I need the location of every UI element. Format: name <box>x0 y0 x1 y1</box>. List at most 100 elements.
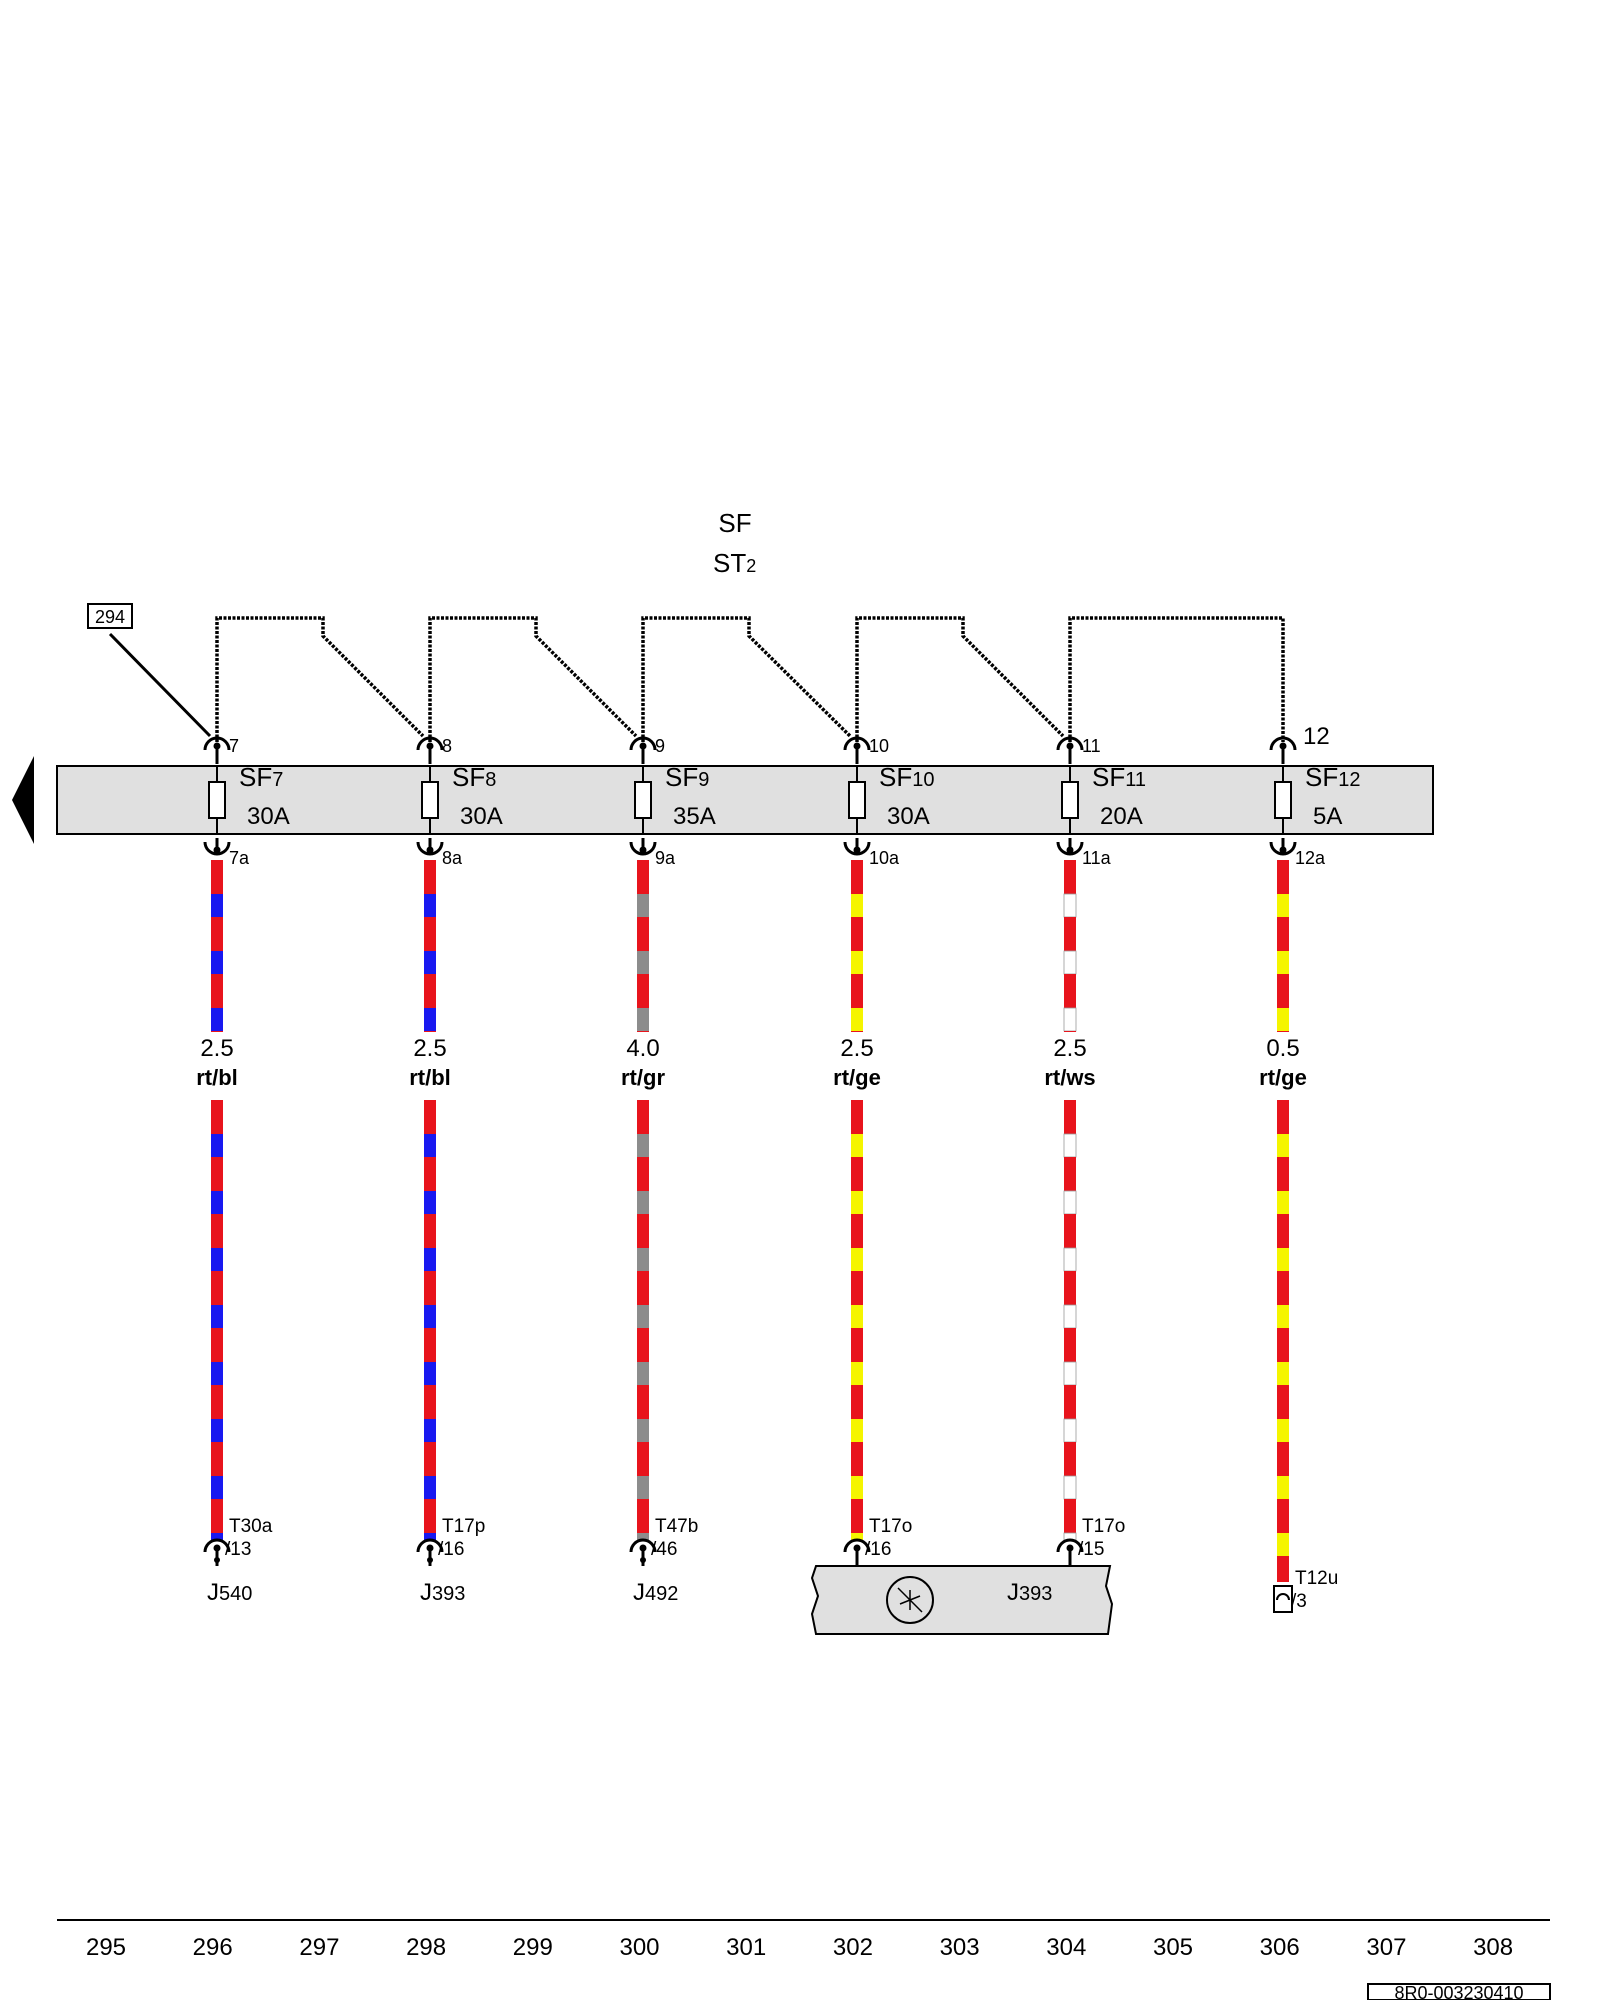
device-label: J540 <box>207 1579 252 1606</box>
triangle-left-icon[interactable] <box>12 756 34 844</box>
connector-symbol-icon <box>416 736 444 764</box>
fuse-name: SF12 <box>1305 762 1360 792</box>
connector-label: T30a <box>229 1516 273 1537</box>
pin-in-label: 10 <box>869 736 889 756</box>
wire-segment[interactable] <box>637 860 649 1032</box>
control-unit-label: J393 <box>1007 1579 1052 1606</box>
fuse-name: SF8 <box>452 762 496 792</box>
fuse-rating: 20A <box>1100 803 1143 830</box>
connector-symbol-icon <box>203 838 231 856</box>
connector-pin: /16 <box>865 1539 891 1560</box>
connector-label: T12u <box>1295 1568 1338 1589</box>
fuse-icon[interactable] <box>634 781 652 819</box>
pin-in-label: 8 <box>442 736 452 756</box>
connector-symbol-icon <box>416 838 444 856</box>
connector-symbol-icon <box>629 1538 657 1566</box>
ruler-number: 296 <box>193 1934 233 1961</box>
wire-color-code: rt/ge <box>833 1065 881 1090</box>
reference-box[interactable]: 294 <box>87 603 133 629</box>
fuse-rating: 30A <box>887 803 930 830</box>
pin-out-label: 11a <box>1082 848 1112 868</box>
ruler-number: 299 <box>513 1934 553 1961</box>
diagram-subtitle-main: ST <box>713 548 746 578</box>
ruler-number: 303 <box>940 1934 980 1961</box>
wire-gauge: 2.5 <box>1053 1035 1086 1062</box>
diagram-subtitle: ST2 <box>713 548 756 578</box>
bus-diagonal <box>108 632 212 738</box>
connector-symbol-icon <box>203 736 231 764</box>
fuse-name: SF10 <box>879 762 934 792</box>
connector-symbol-icon <box>1269 838 1297 856</box>
fuse-rating: 30A <box>460 803 503 830</box>
wire-segment[interactable] <box>1063 1100 1077 1541</box>
wire-segment[interactable] <box>424 1100 436 1540</box>
connector-label: T47b <box>655 1516 698 1537</box>
ruler-number: 300 <box>619 1934 659 1961</box>
connector-symbol-icon <box>843 1538 871 1566</box>
connector-symbol-icon <box>843 838 871 856</box>
ruler-number: 301 <box>726 1934 766 1961</box>
wire-segment[interactable] <box>424 860 436 1032</box>
bus-segment <box>215 616 425 742</box>
control-unit-outline <box>810 1565 1114 1635</box>
fuse-name: SF7 <box>239 762 283 792</box>
connector-symbol-icon <box>843 736 871 764</box>
connector-pin: /16 <box>438 1539 464 1560</box>
bus-segment <box>1068 616 1285 742</box>
wire-group: 7SF730A7a2.5rt/blT30a/13J5408SF830A8a2.5… <box>196 723 1360 1613</box>
fuse-bar <box>56 765 1434 835</box>
fuse-icon[interactable] <box>208 781 226 819</box>
control-unit-box[interactable]: J393 <box>810 1565 1114 1635</box>
pin-in-label: 12 <box>1303 723 1330 750</box>
pin-out-label: 7a <box>229 848 250 868</box>
wire-segment[interactable] <box>1277 860 1289 1032</box>
fuse-icon[interactable] <box>1061 781 1079 819</box>
wire-segment[interactable] <box>211 860 223 1032</box>
device-label: J492 <box>633 1579 678 1606</box>
wire-segment[interactable] <box>851 1100 863 1540</box>
plug-connector-icon <box>1273 1585 1293 1613</box>
fuse-icon[interactable] <box>421 781 439 819</box>
wire-color-code: rt/ge <box>1259 1065 1307 1090</box>
wire-segment[interactable] <box>211 1100 223 1540</box>
device-label: J393 <box>420 1579 465 1606</box>
connector-symbol-icon <box>1056 838 1084 856</box>
pin-in-label: 11 <box>1082 736 1101 756</box>
wire-gauge: 2.5 <box>840 1035 873 1062</box>
ruler-number: 297 <box>299 1934 339 1961</box>
wire-gauge: 2.5 <box>200 1035 233 1062</box>
connector-pin: /3 <box>1291 1591 1307 1612</box>
wire-segment[interactable] <box>637 1100 649 1540</box>
ruler-number: 304 <box>1046 1934 1086 1961</box>
wire-color-code: rt/ws <box>1044 1065 1095 1090</box>
connector-symbol-icon <box>1056 1538 1084 1566</box>
wire-segment[interactable] <box>851 860 863 1032</box>
wire-segment[interactable] <box>1063 860 1077 1032</box>
bus-segment <box>641 616 852 742</box>
diagram-subtitle-sub: 2 <box>746 556 756 576</box>
fuse-rating: 5A <box>1313 803 1342 830</box>
ruler-number: 305 <box>1153 1934 1193 1961</box>
diagram-title: SF <box>718 508 751 538</box>
pin-in-label: 7 <box>229 736 239 756</box>
connector-symbol-icon <box>203 1538 231 1566</box>
wire-gauge: 0.5 <box>1266 1035 1299 1062</box>
wire-color-code: rt/bl <box>409 1065 451 1090</box>
ruler-number: 308 <box>1473 1934 1513 1961</box>
fuse-icon[interactable] <box>1274 781 1292 819</box>
wire-gauge: 4.0 <box>626 1035 659 1062</box>
fuse-rating: 35A <box>673 803 716 830</box>
bus-segment <box>428 616 638 742</box>
fuse-icon[interactable] <box>848 781 866 819</box>
wire-segment[interactable] <box>1277 1100 1289 1582</box>
connector-label: T17o <box>1082 1516 1125 1537</box>
reference-box-label: 294 <box>95 607 125 627</box>
bus-wiring <box>108 616 1285 742</box>
connector-pin: /46 <box>651 1539 677 1560</box>
